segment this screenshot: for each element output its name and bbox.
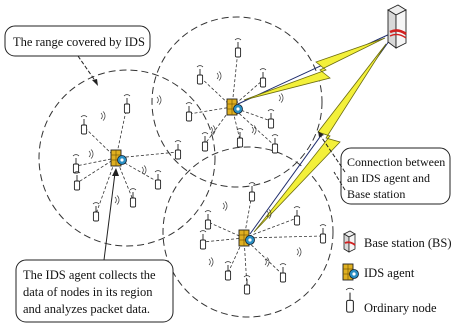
antenna-node-icon [199,230,207,250]
agent-gear-icon [238,229,255,247]
legend-ordinary-node-label: Ordinary node [364,301,437,315]
antenna-node-icon [201,132,209,152]
antenna-node-icon [243,275,251,295]
antenna-node-icon [259,68,267,88]
agent-gear-icon [342,263,359,281]
range-label: The range covered by IDS [13,35,145,49]
server-tower-icon [387,4,407,49]
antenna-node-icon [154,170,162,190]
antenna-node-icon [224,261,232,281]
legend-ids-agent-label: IDS agent [364,266,415,280]
antenna-node-icon [234,38,242,58]
coverage-circle-top [151,16,323,188]
coverage-circle-left [38,69,216,247]
coverage-circle-bottom [162,146,334,318]
antenna-node-icon [80,115,88,135]
legend: Base station (BS) IDS agent Ordinary nod… [342,230,452,315]
antenna-node-icon [271,134,279,154]
agent-callout: The IDS agent collects the data of nodes… [15,168,174,323]
antenna-node-icon [92,202,100,222]
connection-callout: Connection between an IDS agent and Base… [318,131,451,205]
antenna-node-icon [279,263,287,283]
antenna-node-icon [123,94,131,114]
antenna-node-icon [174,140,182,160]
antenna-node-icon [267,109,275,129]
antenna-node-icon [73,171,81,191]
antenna-node-icon [72,154,80,174]
antenna-node-icon [196,65,204,85]
legend-item-base-station [343,230,356,253]
antenna-node-icon [204,210,212,230]
connection-label: Connection between an IDS agent and Base… [347,155,448,201]
range-callout: The range covered by IDS [4,25,151,86]
agent-gear-icon [110,149,127,167]
antenna-node-icon [345,287,355,313]
antenna-node-icon [185,102,193,122]
agent-label: The IDS agent collects the data of nodes… [23,268,159,316]
antenna-node-icon [319,224,327,244]
ids-agents [110,98,255,247]
lightning-bolt-icon [243,37,387,233]
antenna-node-icon [293,206,301,226]
agent-gear-icon [226,98,243,116]
legend-base-station-label: Base station (BS) [364,236,452,250]
antenna-node-icon [129,188,137,208]
coverage-circles [38,16,334,318]
